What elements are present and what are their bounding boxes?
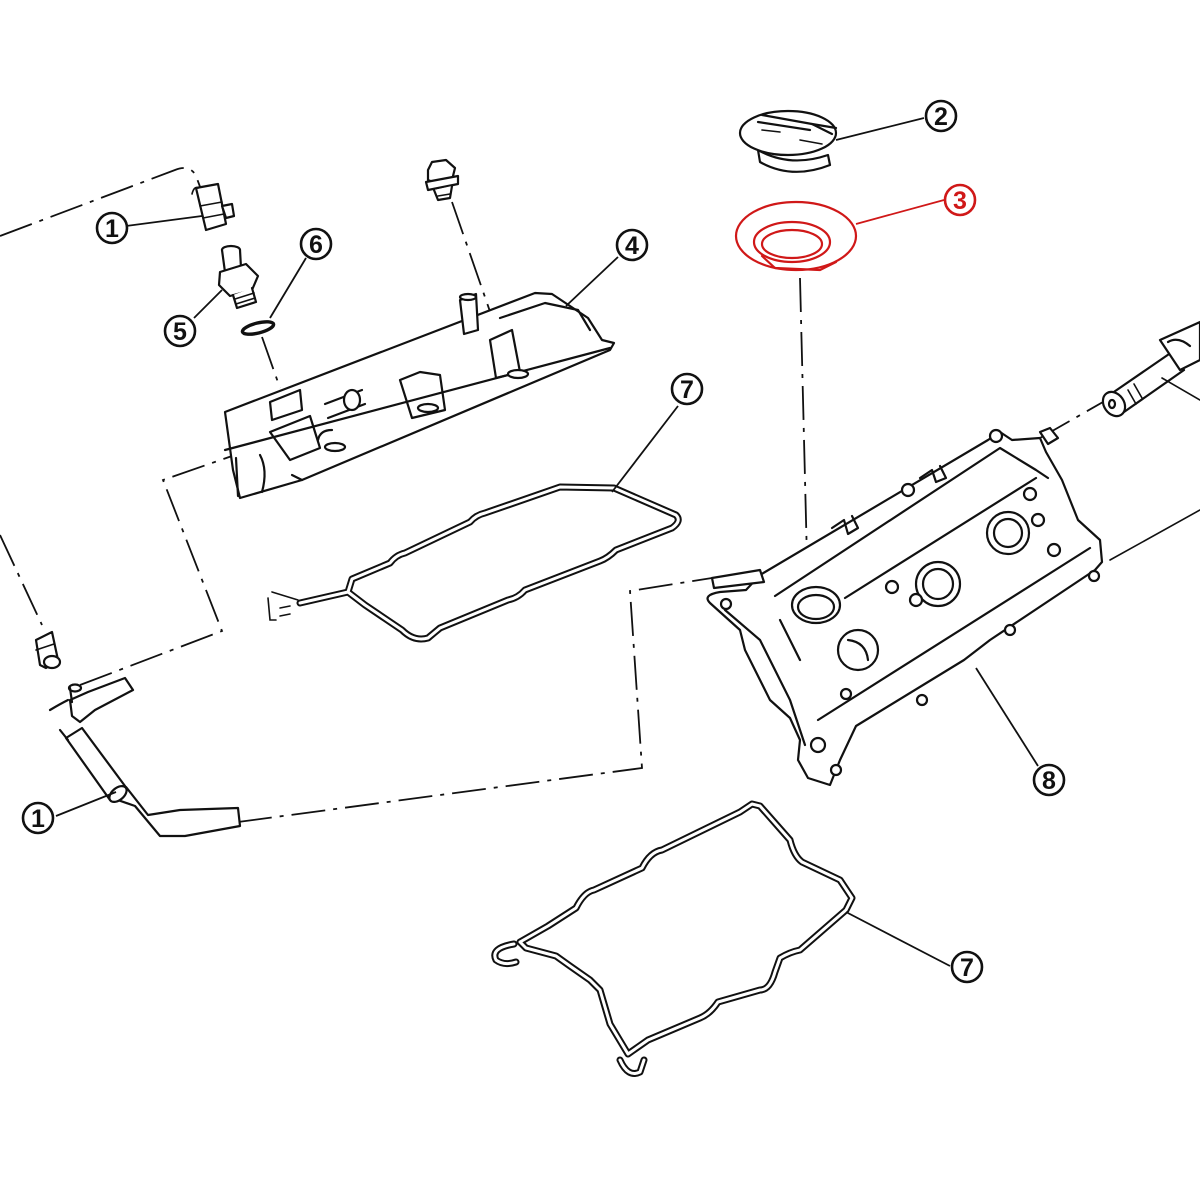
guide-line-upper-hose xyxy=(0,167,206,237)
callout-label: 2 xyxy=(934,103,948,131)
callout-label: 1 xyxy=(105,215,119,243)
leader-1b xyxy=(55,791,117,817)
guide-line-o-ring xyxy=(261,336,281,389)
leader-8 xyxy=(975,667,1039,767)
leader-4 xyxy=(565,256,619,307)
leader-7a xyxy=(611,405,679,493)
pcv-hose-upper[interactable] xyxy=(191,182,236,232)
leader-6 xyxy=(269,257,307,319)
rocker-cover-bolt[interactable] xyxy=(424,158,460,202)
callout-8[interactable]: 8 xyxy=(1032,763,1066,797)
callout-label: 3 xyxy=(953,187,967,215)
guide-line-left-loop xyxy=(79,455,233,686)
leader-5 xyxy=(193,289,223,319)
callout-label: 8 xyxy=(1042,767,1056,795)
leader-lines xyxy=(55,117,1039,967)
callout-label: 1 xyxy=(31,805,45,833)
callout-1-upper[interactable]: 1 xyxy=(95,211,129,245)
callout-label: 7 xyxy=(680,376,694,404)
callout-7-upper[interactable]: 7 xyxy=(670,372,704,406)
callout-label: 4 xyxy=(625,232,639,260)
pcv-hose-lower[interactable] xyxy=(48,676,242,838)
leader-3 xyxy=(855,199,945,225)
callout-2[interactable]: 2 xyxy=(924,99,958,133)
guide-line-left-edge xyxy=(0,534,43,626)
callout-1-lower[interactable]: 1 xyxy=(21,801,55,835)
oil-filler-cap-gasket[interactable] xyxy=(734,200,858,272)
leader-2 xyxy=(835,117,925,141)
rocker-cover-right[interactable] xyxy=(706,426,1104,787)
o-ring[interactable] xyxy=(240,319,276,336)
rocker-cover-gasket-left[interactable] xyxy=(267,483,682,643)
callout-5[interactable]: 5 xyxy=(163,314,197,348)
callout-label: 5 xyxy=(173,318,187,346)
leader-7b xyxy=(845,911,951,967)
callout-7-lower[interactable]: 7 xyxy=(950,950,984,984)
callout-4[interactable]: 4 xyxy=(615,228,649,262)
pcv-valve[interactable] xyxy=(217,244,260,310)
callout-3-highlighted[interactable]: 3 xyxy=(943,183,977,217)
leader-1a xyxy=(125,215,203,227)
rocker-cover-gasket-right[interactable] xyxy=(491,800,856,1077)
rocker-cover-left[interactable] xyxy=(223,291,616,500)
callout-label: 7 xyxy=(960,954,974,982)
guide-line-lower-hose xyxy=(237,577,713,823)
callout-6[interactable]: 6 xyxy=(299,227,333,261)
breather-hose-right[interactable] xyxy=(1098,320,1200,561)
hose-fitting-left[interactable] xyxy=(34,630,62,670)
callout-label: 6 xyxy=(309,231,323,259)
oil-filler-cap[interactable] xyxy=(738,109,838,173)
